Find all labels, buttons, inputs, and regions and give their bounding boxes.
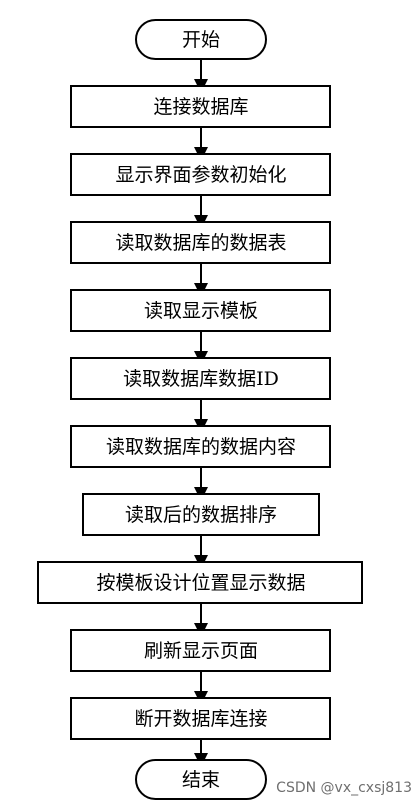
process-step-2: 显示界面参数初始化 bbox=[70, 153, 331, 196]
end-terminal: 结束 bbox=[135, 759, 267, 800]
process-step-7: 读取后的数据排序 bbox=[82, 493, 320, 536]
end-label: 结束 bbox=[182, 769, 220, 791]
step-4-label: 读取显示模板 bbox=[144, 300, 258, 322]
process-step-8: 按模板设计位置显示数据 bbox=[37, 561, 363, 604]
step-3-label: 读取数据库的数据表 bbox=[115, 232, 286, 254]
step-5-label: 读取数据库数据ID bbox=[123, 368, 279, 390]
process-step-10: 断开数据库连接 bbox=[70, 697, 331, 740]
start-label: 开始 bbox=[182, 29, 220, 51]
watermark-text: CSDN @vx_cxsj813 bbox=[276, 780, 412, 796]
process-step-5: 读取数据库数据ID bbox=[70, 357, 331, 400]
process-step-4: 读取显示模板 bbox=[70, 289, 331, 332]
process-step-1: 连接数据库 bbox=[70, 85, 331, 128]
step-9-label: 刷新显示页面 bbox=[144, 640, 258, 662]
process-step-3: 读取数据库的数据表 bbox=[70, 221, 331, 264]
process-step-9: 刷新显示页面 bbox=[70, 629, 331, 672]
step-8-label: 按模板设计位置显示数据 bbox=[96, 572, 305, 594]
step-2-label: 显示界面参数初始化 bbox=[115, 164, 286, 186]
step-6-label: 读取数据库的数据内容 bbox=[106, 436, 296, 458]
step-7-label: 读取后的数据排序 bbox=[125, 504, 277, 526]
step-1-label: 连接数据库 bbox=[153, 96, 248, 118]
process-step-6: 读取数据库的数据内容 bbox=[70, 425, 331, 468]
start-terminal: 开始 bbox=[135, 19, 267, 60]
step-10-label: 断开数据库连接 bbox=[134, 708, 267, 730]
